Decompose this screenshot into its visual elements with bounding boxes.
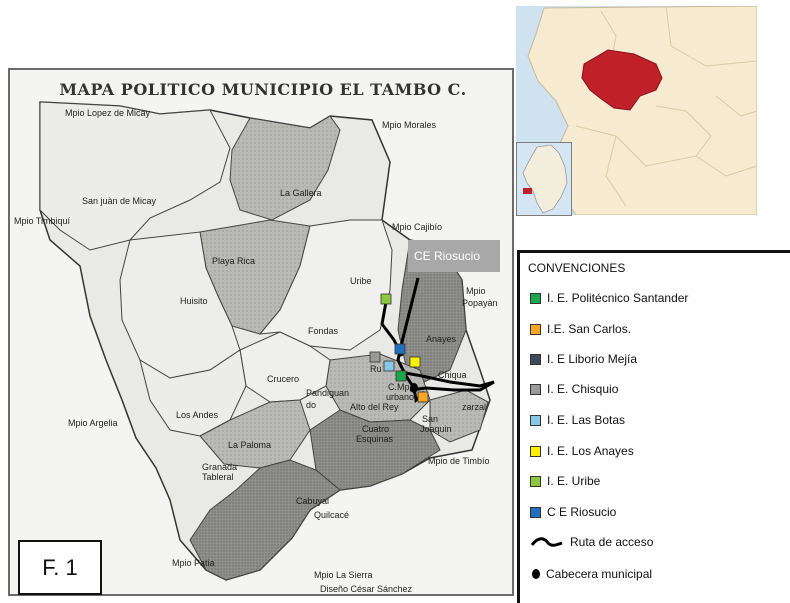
label-granada-1: Granada bbox=[202, 462, 238, 472]
legend-panel: CONVENCIONES I. E. Politécnico Santander… bbox=[517, 250, 790, 603]
label-quilcace: Quilcacé bbox=[314, 510, 350, 520]
legend-swatch bbox=[530, 383, 541, 395]
region-fondas bbox=[258, 219, 393, 351]
legend-item-san-carlos: I.E. San Carlos. bbox=[530, 320, 631, 338]
region-cabuyal bbox=[189, 459, 341, 581]
label-pandiguando-2: do bbox=[306, 400, 317, 410]
label-mpio-cajibio: Mpio Cajibío bbox=[392, 222, 443, 232]
legend-label: I. E Liborio Mejía bbox=[547, 352, 638, 366]
label-uribe: Uribe bbox=[350, 276, 372, 286]
legend-title: CONVENCIONES bbox=[528, 261, 626, 275]
legend-label: I. E. Politécnico Santander bbox=[547, 291, 689, 305]
marker-los-anayes bbox=[409, 356, 421, 368]
legend-swatch bbox=[530, 323, 541, 335]
label-mpio-timbiqui: Mpio Timbiquí bbox=[14, 216, 71, 226]
inset-department-map bbox=[516, 6, 757, 215]
legend-label: Cabecera municipal bbox=[546, 567, 653, 581]
label-credit: Diseño César Sánchez bbox=[320, 584, 413, 594]
colombia-locator-svg bbox=[517, 143, 571, 215]
el-tambo-highlight bbox=[581, 49, 663, 111]
legend-swatch bbox=[530, 353, 541, 365]
legend-item-chisquio: I. E. Chisquio bbox=[530, 380, 618, 398]
legend-item-los-anayes: I. E. Los Anayes bbox=[530, 442, 634, 460]
label-los-andes: Los Andes bbox=[176, 410, 219, 420]
label-san-joaquin-2: Joaquin bbox=[420, 424, 452, 434]
legend-item-las-botas: I. E. Las Botas bbox=[530, 411, 625, 429]
label-mpio-morales: Mpio Morales bbox=[382, 120, 437, 130]
legend-label: I. E. Los Anayes bbox=[547, 444, 634, 458]
main-map: MAPA POLITICO MUNICIPIO EL TAMBO C. Mpio… bbox=[8, 68, 514, 596]
legend-swatch bbox=[530, 475, 541, 487]
label-cabuyal: Cabuyal bbox=[296, 496, 330, 506]
label-mpio-timbio: Mpio de Timbío bbox=[428, 456, 490, 466]
label-fondas: Fondas bbox=[308, 326, 339, 336]
label-mpio-popayan-1: Mpio bbox=[466, 286, 486, 296]
legend-label: I.E. San Carlos. bbox=[547, 322, 632, 336]
label-cuatro-2: Esquinas bbox=[356, 434, 394, 444]
capital-dot-icon bbox=[532, 569, 540, 579]
route-line-icon bbox=[530, 537, 563, 547]
municipality-map-svg bbox=[39, 101, 495, 581]
map-title: MAPA POLITICO MUNICIPIO EL TAMBO C. bbox=[59, 80, 467, 99]
label-crucero: Crucero bbox=[267, 374, 300, 384]
label-anayes: Anayes bbox=[426, 334, 457, 344]
marker-chisquio bbox=[369, 351, 381, 363]
label-mpio-popayan-2: Popayàn bbox=[462, 298, 498, 308]
legend-swatch bbox=[530, 445, 541, 457]
label-c-mp: C.Mp bbox=[388, 382, 410, 392]
legend-swatch bbox=[530, 292, 541, 304]
callout-ce-riosucio: CE Riosucio bbox=[408, 240, 500, 272]
municipal-capital-dot bbox=[410, 383, 418, 393]
legend-label: C E Riosucio bbox=[547, 505, 617, 519]
label-la-paloma: La Paloma bbox=[228, 440, 272, 450]
marker-riosucio bbox=[394, 343, 406, 355]
inset-land bbox=[527, 6, 757, 215]
label-zarzal: zarzal bbox=[462, 402, 487, 412]
label-mpio-lopez: Mpio Lopez de Micay bbox=[65, 108, 151, 118]
region-la-gallera bbox=[229, 115, 341, 221]
label-san-juan: San juàn de Micay bbox=[82, 196, 157, 206]
label-cuatro-1: Cuatro bbox=[362, 424, 390, 434]
region-zarzal bbox=[429, 389, 489, 443]
marker-las-botas bbox=[383, 360, 395, 372]
label-pandiguando-1: Pandiguan bbox=[306, 388, 350, 398]
legend-item-politecnico: I. E. Politécnico Santander bbox=[530, 289, 688, 307]
label-mpio-patia: Mpio Patia bbox=[172, 558, 215, 568]
legend-item-liborio: I. E Liborio Mejía bbox=[530, 350, 637, 368]
region-san-juan bbox=[39, 101, 231, 251]
legend-label: I. E. Chisquio bbox=[547, 382, 619, 396]
label-mpio-argelia: Mpio Argelia bbox=[68, 418, 118, 428]
region-crucero bbox=[239, 331, 331, 403]
inset-colombia-locator bbox=[516, 142, 572, 216]
marker-san-carlos bbox=[417, 391, 429, 403]
label-alto-del-rey: Alto del Rey bbox=[350, 402, 399, 412]
label-huisito: Huisito bbox=[180, 296, 208, 306]
legend-item-capital: Cabecera municipal bbox=[530, 565, 652, 583]
marker-politecnico bbox=[395, 370, 407, 382]
access-route-east bbox=[399, 370, 495, 392]
legend-item-route: Ruta de acceso bbox=[530, 533, 653, 551]
figure-label: F. 1 bbox=[18, 540, 102, 595]
label-la-gallera: La Gallera bbox=[280, 188, 322, 198]
legend-item-riosucio: C E Riosucio bbox=[530, 503, 616, 521]
legend-item-uribe: I. E. Uribe bbox=[530, 472, 600, 490]
legend-swatch bbox=[530, 506, 541, 518]
region-los-andes bbox=[139, 349, 247, 437]
marker-uribe bbox=[380, 293, 392, 305]
cauca-locator-mark bbox=[523, 188, 532, 194]
label-mpio-sierra: Mpio La Sierra bbox=[314, 570, 373, 580]
legend-label: Ruta de acceso bbox=[570, 535, 654, 549]
legend-swatch bbox=[530, 414, 541, 426]
label-urbano: urbano bbox=[386, 392, 415, 402]
label-ru: Ru bbox=[370, 364, 382, 374]
label-granada-2: Tableral bbox=[202, 472, 234, 482]
legend-label: I. E. Uribe bbox=[547, 474, 601, 488]
legend-label: I. E. Las Botas bbox=[547, 413, 626, 427]
label-chiqua: Chiqua bbox=[438, 370, 467, 380]
label-san-joaquin-1: San bbox=[422, 414, 439, 424]
label-playa-rica: Playa Rica bbox=[212, 256, 256, 266]
